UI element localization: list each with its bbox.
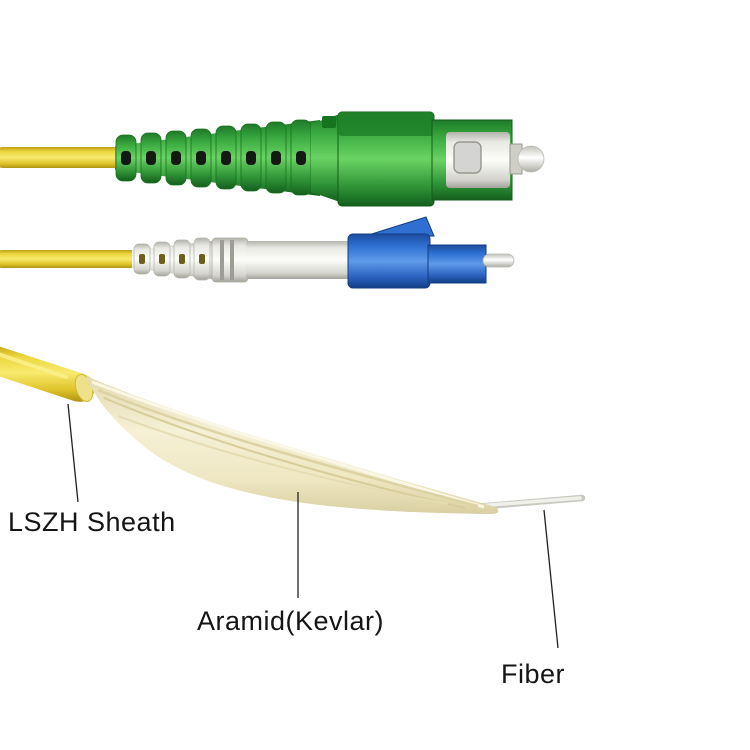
lc-housing <box>347 233 431 289</box>
boot-vent-slot <box>221 151 231 165</box>
cable-anatomy <box>0 346 586 514</box>
aramid-highlight <box>91 380 485 509</box>
sc-apc-connector-assembly <box>0 111 545 207</box>
boot-vent-slot <box>146 151 156 165</box>
sc-ferrule <box>517 145 545 173</box>
label-lszh-sheath: LSZH Sheath <box>8 507 176 537</box>
boot-vent-slot <box>199 254 205 264</box>
lc-ferrule <box>482 253 515 268</box>
sc-collar <box>311 114 340 202</box>
boot-vent-slot <box>139 254 145 264</box>
sc-collar-marking <box>322 116 336 128</box>
boot-vent-slot <box>271 151 281 165</box>
boot-vent-slot <box>179 254 185 264</box>
boot-vent-slot <box>159 254 165 264</box>
boot-vent-slot <box>296 151 306 165</box>
lc-collar-groove <box>220 240 224 280</box>
label-aramid: Aramid(Kevlar) <box>197 606 384 636</box>
sc-latch-window <box>453 141 482 174</box>
lc-cable <box>0 250 146 268</box>
sc-housing-clip <box>338 112 434 136</box>
lc-strain-relief-boot <box>133 237 211 281</box>
leader-line-sheath <box>67 403 79 503</box>
boot-vent-slot <box>196 151 206 165</box>
lc-connector-assembly <box>0 216 515 289</box>
aramid-strand <box>103 397 466 509</box>
leader-line-fiber <box>543 509 559 649</box>
sc-cable <box>0 147 146 168</box>
lc-body-tube <box>246 241 350 279</box>
lszh-sheath <box>0 346 96 402</box>
lc-nose <box>427 244 487 284</box>
sc-strain-relief-boot <box>115 119 312 196</box>
boot-vent-slot <box>246 151 256 165</box>
sheath-highlight <box>0 352 68 379</box>
boot-vent-slot <box>171 151 181 165</box>
annotations: LSZH Sheath Aramid(Kevlar) Fiber <box>8 403 565 689</box>
label-fiber: Fiber <box>501 659 565 689</box>
lc-boot-spine <box>132 241 212 279</box>
aramid-strand <box>117 415 449 505</box>
boot-vent-slot <box>121 151 131 165</box>
aramid-strand <box>97 388 479 508</box>
lc-collar-groove <box>230 240 234 280</box>
